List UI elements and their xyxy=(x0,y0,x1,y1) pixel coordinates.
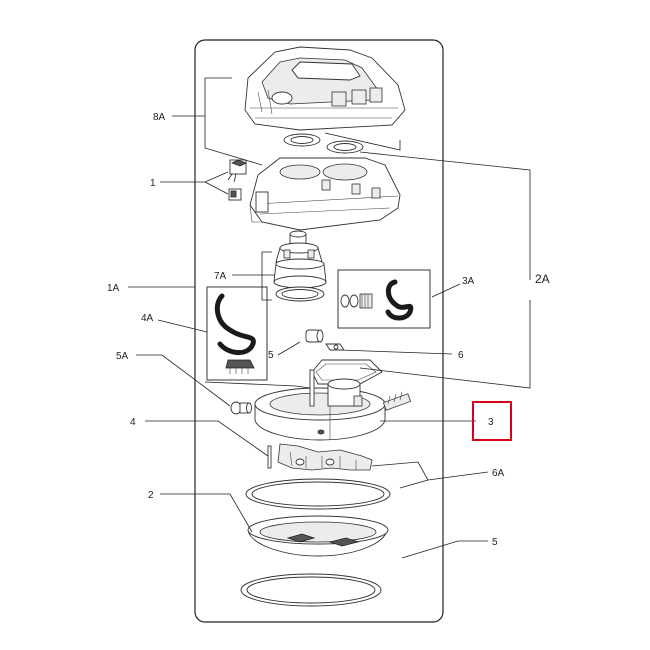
part-4a-box xyxy=(206,286,268,381)
highlight-box-part-3[interactable] xyxy=(472,401,512,441)
part-labels: 8A 1 1A 7A 3A 2A 4A 5 6 5A 3 4 6A 2 5 xyxy=(107,112,550,548)
part-gasket-oval xyxy=(311,359,383,385)
part-7a-motor xyxy=(273,230,327,302)
part-4-rod xyxy=(267,445,272,469)
label-3: 3 xyxy=(488,417,494,428)
label-5a: 5A xyxy=(116,351,129,362)
leader-lines xyxy=(128,77,531,559)
part-6-clip xyxy=(325,343,345,351)
label-6a: 6A xyxy=(492,468,505,479)
label-1a: 1A xyxy=(107,283,120,294)
part-5-fitting xyxy=(305,329,324,343)
diagram-frame xyxy=(194,39,444,623)
part-5a-connector xyxy=(230,401,252,415)
label-6: 6 xyxy=(458,350,464,361)
label-8a: 8A xyxy=(153,112,166,123)
label-5-top: 5 xyxy=(268,350,274,361)
label-4: 4 xyxy=(130,417,136,428)
label-7a: 7A xyxy=(214,271,227,282)
label-3a: 3A xyxy=(462,276,475,287)
part-8a-top-cover xyxy=(244,46,406,131)
part-4a-hose-kit xyxy=(206,286,268,381)
label-1: 1 xyxy=(150,178,156,189)
label-2: 2 xyxy=(148,490,154,501)
part-3a-box xyxy=(337,269,431,329)
part-5-bottom-ring xyxy=(240,573,382,607)
part-3a-hose-kit xyxy=(337,269,431,329)
label-4a: 4A xyxy=(141,313,154,324)
part-screw-fitting xyxy=(382,391,412,411)
part-1-switches xyxy=(227,159,247,201)
label-2a: 2A xyxy=(535,272,550,286)
part-ring-seal-upper xyxy=(245,478,391,510)
part-3-base-plate xyxy=(254,369,386,441)
part-2-tray xyxy=(247,515,389,557)
part-6a-float xyxy=(277,443,373,471)
label-5-bottom: 5 xyxy=(492,537,498,548)
part-2a-middle-housing xyxy=(249,157,401,231)
